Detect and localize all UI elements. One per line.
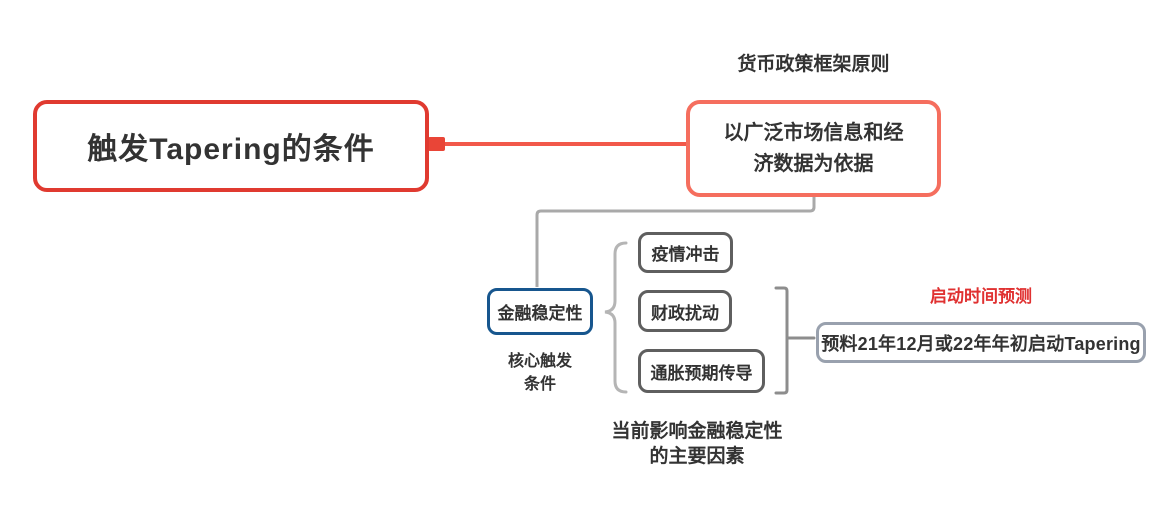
root-topic-node[interactable]: 触发Tapering的条件 (33, 100, 429, 192)
root-topic-label: 触发Tapering的条件 (87, 133, 375, 166)
stability-caption-line2: 条件 (523, 376, 556, 393)
principle-label-line2: 济数据为依据 (753, 152, 874, 175)
factor-node-pandemic[interactable]: 疫情冲击 (638, 232, 733, 273)
factor-node-inflation[interactable]: 通胀预期传导 (638, 349, 765, 393)
prediction-label: 预料21年12月或22年年初启动Tapering (821, 333, 1141, 354)
stability-caption-line1: 核心触发 (507, 353, 572, 370)
principle-caption: 货币政策框架原则 (737, 54, 890, 75)
principle-label-line1: 以广泛市场信息和经 (723, 121, 904, 144)
stability-caption: 核心触发 条件 (477, 350, 603, 396)
factor-label: 通胀预期传导 (650, 363, 753, 383)
stability-label: 金融稳定性 (497, 304, 583, 323)
stability-factors-brace (604, 241, 628, 394)
root-link-anchor (428, 137, 445, 151)
prediction-node[interactable]: 预料21年12月或22年年初启动Tapering (816, 322, 1146, 363)
factors-caption-line2: 的主要因素 (649, 446, 745, 467)
factor-node-fiscal[interactable]: 财政扰动 (638, 290, 732, 332)
principle-node[interactable]: 以广泛市场信息和经 济数据为依据 (686, 100, 941, 197)
factors-caption-line1: 当前影响金融稳定性 (611, 421, 783, 442)
factors-prediction-bracket (774, 286, 816, 395)
prediction-caption: 启动时间预测 (930, 287, 1032, 306)
stability-node[interactable]: 金融稳定性 (487, 288, 593, 335)
factor-label: 财政扰动 (651, 303, 719, 323)
factors-caption: 当前影响金融稳定性 的主要因素 (587, 419, 807, 469)
factor-label: 疫情冲击 (651, 245, 720, 264)
